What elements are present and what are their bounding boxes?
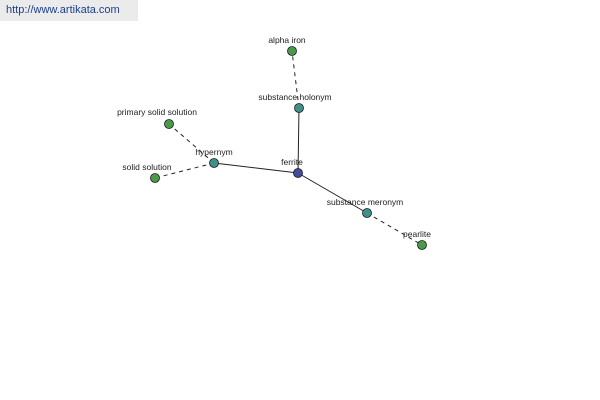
node-marker-hypernym[interactable] <box>209 158 219 168</box>
node-marker-solid-solution[interactable] <box>150 173 160 183</box>
node-primary-solid-solution[interactable]: primary solid solution <box>117 107 197 129</box>
node-marker-substance-holonym[interactable] <box>294 103 304 113</box>
node-alpha-iron[interactable]: alpha iron <box>268 35 306 56</box>
node-substance-meronym[interactable]: substance meronym <box>327 197 404 218</box>
node-label-primary-solid-solution[interactable]: primary solid solution <box>117 107 197 117</box>
nodes-layer: ferrite substance holonym alpha iron hypern… <box>117 35 431 250</box>
edge-ferrite-to-hypernym <box>213 162 299 174</box>
node-label-solid-solution[interactable]: solid solution <box>122 162 171 172</box>
node-label-substance-holonym[interactable]: substance holonym <box>258 92 331 102</box>
node-solid-solution[interactable]: solid solution <box>122 162 172 183</box>
node-ferrite[interactable]: ferrite <box>281 157 303 178</box>
url-banner[interactable]: http://www.artikata.com <box>0 0 138 21</box>
edges-layer <box>154 50 423 246</box>
node-label-hypernym[interactable]: hypernym <box>195 147 232 157</box>
edge-hypernym-to-primary-solid-solution <box>168 123 215 164</box>
node-label-substance-meronym[interactable]: substance meronym <box>327 197 404 207</box>
node-marker-primary-solid-solution[interactable] <box>164 119 174 129</box>
node-substance-holonym[interactable]: substance holonym <box>258 92 332 113</box>
node-label-ferrite[interactable]: ferrite <box>281 157 303 167</box>
edge-substance-holonym-to-alpha-iron <box>291 50 300 109</box>
edge-hypernym-to-solid-solution <box>154 162 215 179</box>
node-label-alpha-iron[interactable]: alpha iron <box>268 35 306 45</box>
edge-substance-meronym-to-pearlite <box>366 212 423 246</box>
node-label-pearlite[interactable]: pearlite <box>403 229 431 239</box>
node-hypernym[interactable]: hypernym <box>195 147 233 168</box>
node-marker-substance-meronym[interactable] <box>362 208 372 218</box>
edge-ferrite-to-substance-holonym <box>297 107 300 174</box>
node-marker-ferrite[interactable] <box>293 168 303 178</box>
node-pearlite[interactable]: pearlite <box>403 229 431 250</box>
node-marker-alpha-iron[interactable] <box>287 46 297 56</box>
edge-ferrite-to-substance-meronym <box>297 172 368 214</box>
node-marker-pearlite[interactable] <box>417 240 427 250</box>
